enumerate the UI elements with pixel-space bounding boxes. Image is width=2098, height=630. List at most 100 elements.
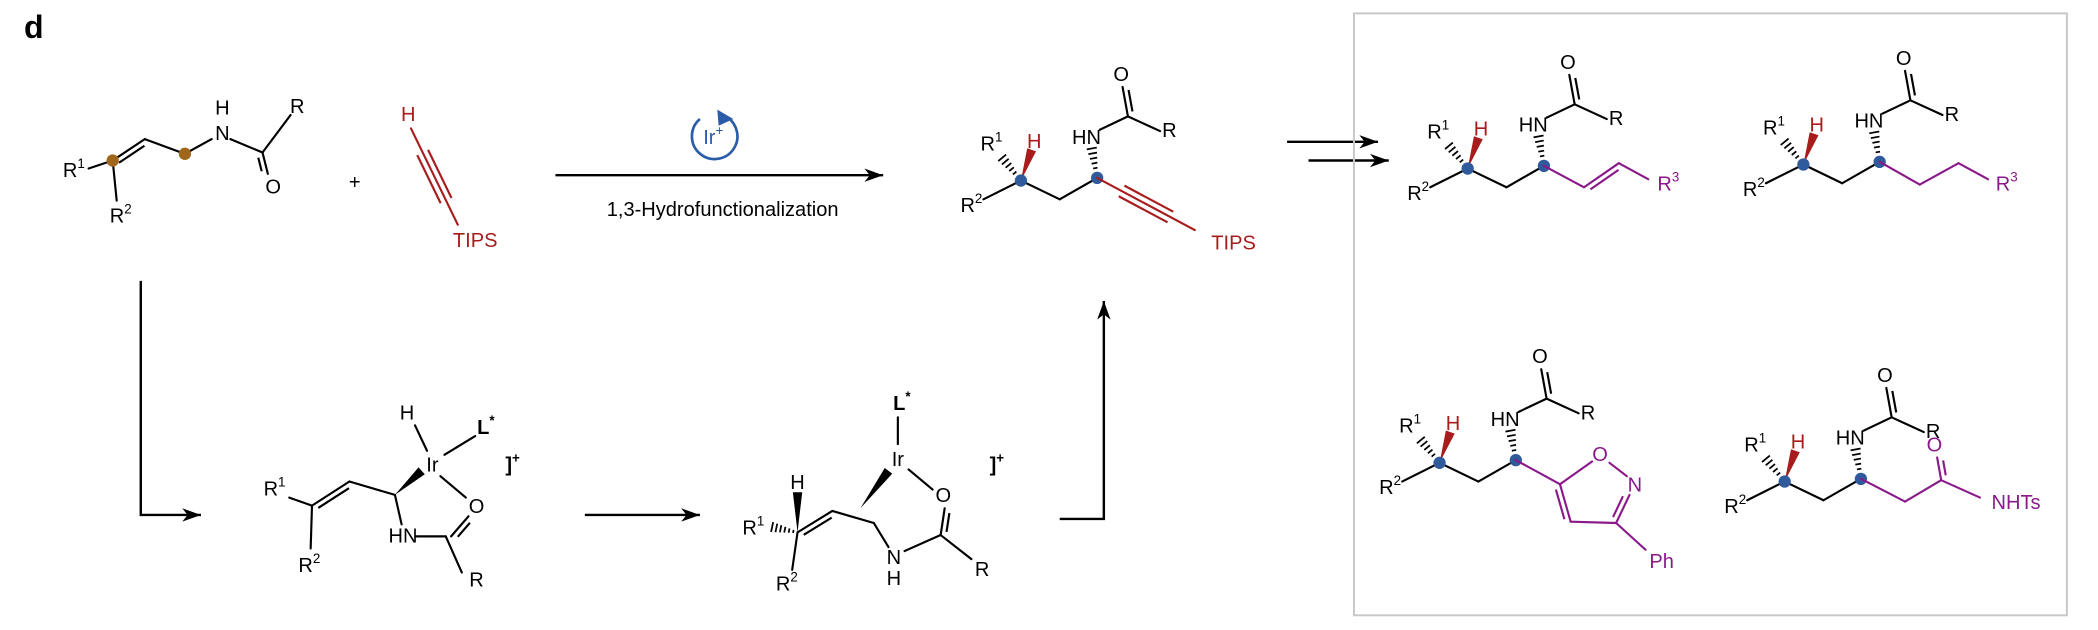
bond: [1746, 480, 1786, 502]
bond: [982, 179, 1022, 201]
atom-label: O: [936, 485, 952, 507]
hash-bond: [1088, 151, 1098, 156]
label-text: R: [1724, 496, 1738, 518]
bond: [1569, 520, 1618, 525]
label-text: R: [63, 160, 77, 182]
highlighted-carbon-dot: [1461, 162, 1474, 175]
atom-label: H: [215, 97, 229, 119]
hash-bond: [1856, 467, 1862, 471]
hash-bond: [1423, 444, 1431, 451]
hash-bond: [778, 525, 783, 533]
label-text: R: [1743, 179, 1757, 201]
arrow-to-intermediate-1: [139, 280, 201, 522]
bond: [791, 531, 799, 571]
main-reaction-arrow: Ir+1,3-Hydrofunctionalization: [555, 109, 884, 221]
triple-bond-line: [416, 154, 442, 204]
cycle-arc: [690, 113, 739, 161]
hash-bond: [1505, 428, 1516, 433]
bond: [111, 159, 118, 202]
highlighted-carbon-dot: [1797, 158, 1810, 171]
label-text: R: [960, 195, 974, 217]
double-bond-line: [118, 144, 146, 164]
superscript: +: [512, 450, 520, 465]
atom-label: H: [1446, 413, 1460, 435]
bond: [261, 113, 292, 154]
bond: [1582, 162, 1620, 189]
label-text: R: [1744, 434, 1758, 456]
atom-label: R: [290, 96, 304, 118]
hash-bond: [1776, 471, 1781, 477]
atom-label: R2: [960, 191, 982, 217]
atom-label: R: [1945, 104, 1959, 126]
bond: [1615, 521, 1647, 551]
bond: [1822, 477, 1862, 502]
bond: [1477, 459, 1517, 483]
label-text: O: [1896, 48, 1912, 70]
wedge-bond: [1467, 136, 1483, 169]
bond: [907, 468, 934, 491]
hash-bond: [774, 523, 779, 533]
superscript: 1: [278, 475, 285, 490]
atom-label: HN: [1854, 111, 1883, 133]
arrow-to-intermediate-2: [584, 508, 700, 522]
label-text: R: [1162, 120, 1176, 142]
hash-bond: [1791, 150, 1797, 156]
hash-bond: [1420, 440, 1428, 448]
bond: [939, 507, 946, 537]
atom-label: HN: [1072, 127, 1101, 149]
atom-label: R1: [981, 129, 1003, 155]
superscript: 1: [995, 129, 1002, 144]
bond: [1505, 164, 1545, 189]
hash-bond: [770, 521, 775, 533]
bond: [1608, 461, 1628, 478]
hash-bond: [1455, 154, 1462, 160]
double-bond-line: [1574, 77, 1581, 100]
hash-bond: [1459, 158, 1464, 164]
bond: [443, 434, 477, 456]
bond: [1401, 461, 1441, 483]
double-bond-line: [803, 516, 833, 536]
atom-label: R2: [776, 570, 798, 596]
wedge-bond: [1803, 132, 1819, 165]
atom-label: Ir: [426, 454, 439, 476]
atom-label: O: [1560, 52, 1576, 74]
hash-bond: [1012, 170, 1017, 176]
atom-label: HN: [1491, 409, 1520, 431]
bond: [1903, 479, 1943, 503]
label-text: H: [401, 104, 415, 126]
label-text: Ph: [1649, 551, 1674, 573]
label-text: R: [742, 517, 756, 539]
double-bond-line: [1909, 73, 1917, 96]
superscript: +: [996, 450, 1004, 465]
hash-bond: [1534, 139, 1544, 143]
hash-bond: [1765, 459, 1773, 467]
label-text: ]: [505, 454, 512, 476]
wedge-bond: [860, 468, 893, 509]
arrow-head: [681, 508, 700, 522]
label-text: HN: [1072, 127, 1101, 149]
hash-bond: [1850, 447, 1861, 452]
atom-label: O: [265, 176, 281, 198]
atom-label: R1: [742, 513, 764, 539]
label-text: TIPS: [1211, 232, 1256, 254]
reaction-condition-label: 1,3-Hydrofunctionalization: [607, 199, 839, 221]
label-text: R: [1399, 416, 1413, 438]
superscript: 3: [1672, 170, 1679, 185]
bond: [1019, 179, 1061, 201]
arrow-shaft: [1059, 300, 1106, 521]
label-text: +: [349, 172, 361, 194]
label-text: HN: [1519, 115, 1548, 137]
superscript: 2: [1394, 473, 1401, 488]
bond: [348, 480, 396, 496]
atom-label: N: [887, 547, 901, 569]
atom-label: H: [1474, 119, 1488, 141]
atom-label: O: [1877, 365, 1893, 387]
bond: [1096, 176, 1196, 232]
atom-label: HN: [1519, 115, 1548, 137]
label-text: 1,3-Hydrofunctionalization: [607, 199, 839, 221]
label-text: H: [790, 472, 804, 494]
atom-label: H: [400, 402, 414, 424]
